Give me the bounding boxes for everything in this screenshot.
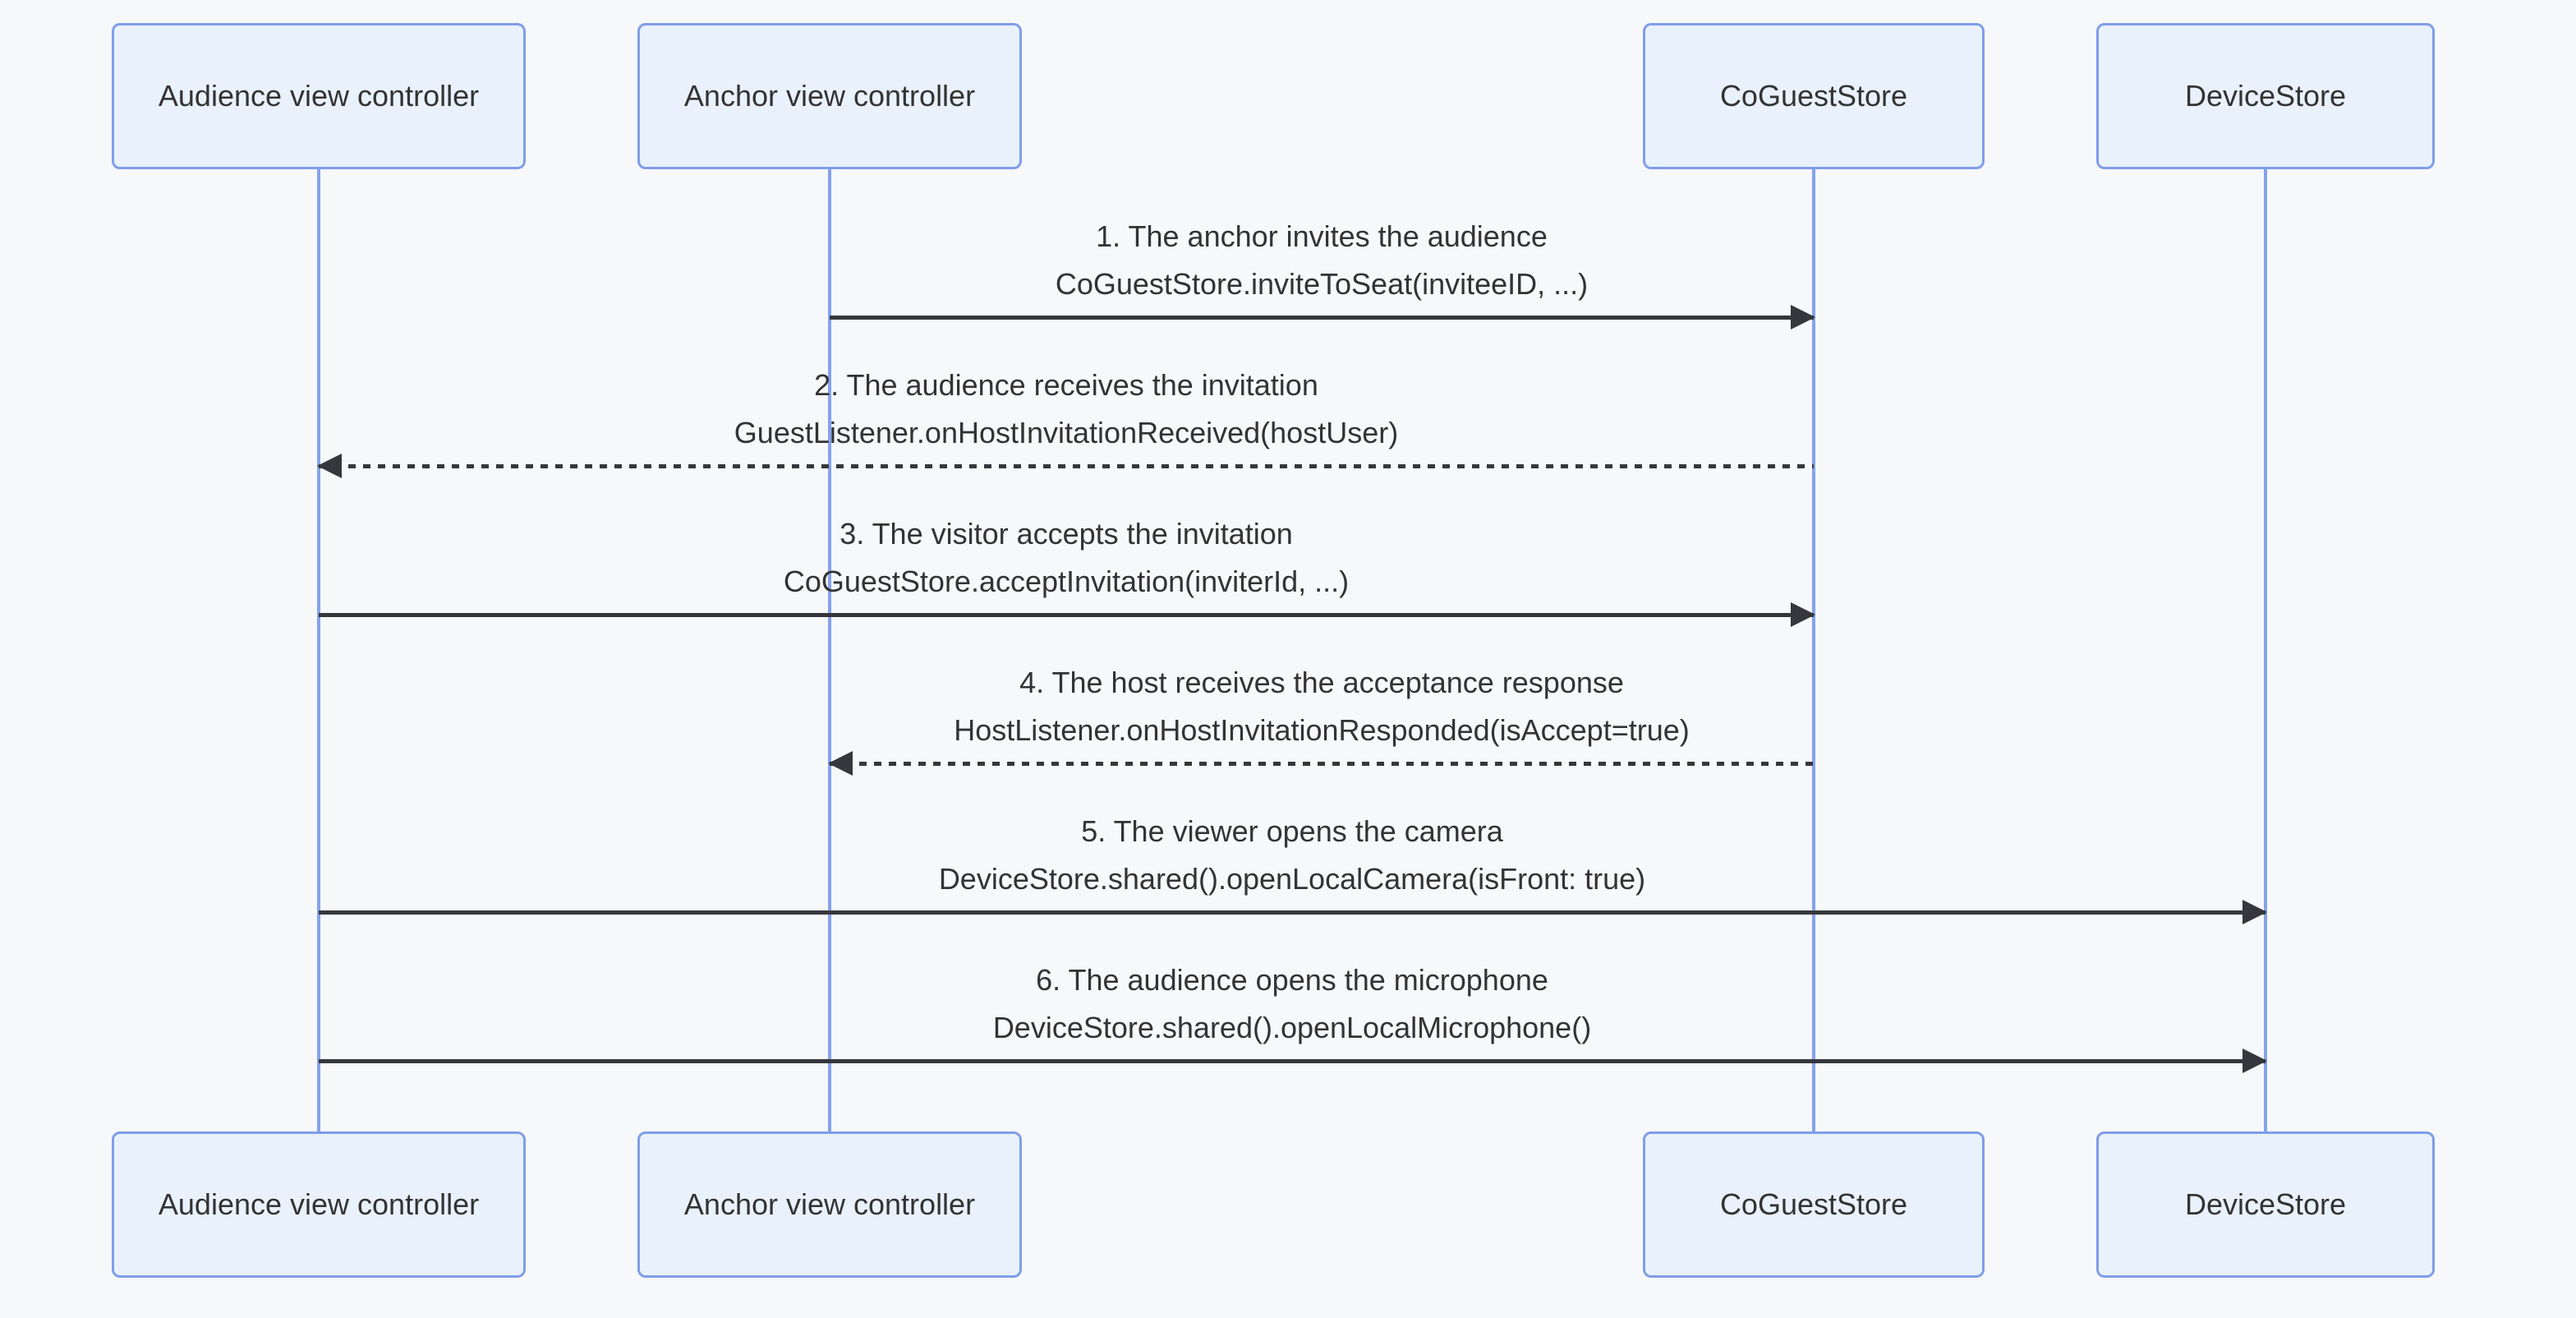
message-4-code: HostListener.onHostInvitationResponded(i… bbox=[954, 713, 1690, 747]
actor-label: CoGuestStore bbox=[1719, 1187, 1908, 1221]
message-3-arrow bbox=[319, 602, 1815, 627]
lifeline-coguststore bbox=[1812, 169, 1815, 1131]
message-6-code: DeviceStore.shared().openLocalMicrophone… bbox=[992, 1011, 1592, 1044]
message-1-code: CoGuestStore.inviteToSeat(inviteeID, ...… bbox=[1055, 267, 1589, 301]
message-3-code: CoGuestStore.acceptInvitation(inviterId,… bbox=[783, 565, 1350, 598]
lifeline-devicestore bbox=[2264, 169, 2267, 1131]
actor-top-audience-view-controller: Audience view controller bbox=[112, 23, 526, 169]
actor-bottom-devicestore: DeviceStore bbox=[2096, 1131, 2435, 1278]
message-2-arrow bbox=[317, 454, 1814, 478]
message-5-code: DeviceStore.shared().openLocalCamera(isF… bbox=[938, 862, 1646, 896]
actor-label: CoGuestStore bbox=[1719, 79, 1908, 113]
message-2-title: 2. The audience receives the invitation bbox=[814, 368, 1318, 402]
message-6-title: 6. The audience opens the microphone bbox=[1036, 963, 1548, 997]
message-6-arrow bbox=[319, 1048, 2267, 1073]
actor-top-devicestore: DeviceStore bbox=[2096, 23, 2435, 169]
actor-bottom-audience-view-controller: Audience view controller bbox=[112, 1131, 526, 1278]
actor-label: Audience view controller bbox=[158, 1187, 480, 1221]
actor-label: DeviceStore bbox=[2184, 1187, 2347, 1221]
actor-label: Audience view controller bbox=[158, 79, 480, 113]
actor-label: Anchor view controller bbox=[683, 1187, 976, 1221]
message-2-code: GuestListener.onHostInvitationReceived(h… bbox=[734, 416, 1399, 449]
message-3-title: 3. The visitor accepts the invitation bbox=[840, 517, 1293, 551]
message-4-title: 4. The host receives the acceptance resp… bbox=[1019, 666, 1624, 699]
actor-bottom-coguststore: CoGuestStore bbox=[1643, 1131, 1985, 1278]
actor-label: Anchor view controller bbox=[683, 79, 976, 113]
message-5-arrow bbox=[319, 900, 2267, 924]
lifeline-audience bbox=[317, 169, 320, 1131]
actor-label: DeviceStore bbox=[2184, 79, 2347, 113]
actor-bottom-anchor-view-controller: Anchor view controller bbox=[637, 1131, 1022, 1278]
actor-top-anchor-view-controller: Anchor view controller bbox=[637, 23, 1022, 169]
message-1-arrow bbox=[830, 305, 1815, 330]
lifeline-anchor bbox=[828, 169, 831, 1131]
message-1-title: 1. The anchor invites the audience bbox=[1096, 219, 1548, 253]
message-4-arrow bbox=[828, 751, 1814, 776]
actor-top-coguststore: CoGuestStore bbox=[1643, 23, 1985, 169]
message-5-title: 5. The viewer opens the camera bbox=[1081, 814, 1503, 848]
